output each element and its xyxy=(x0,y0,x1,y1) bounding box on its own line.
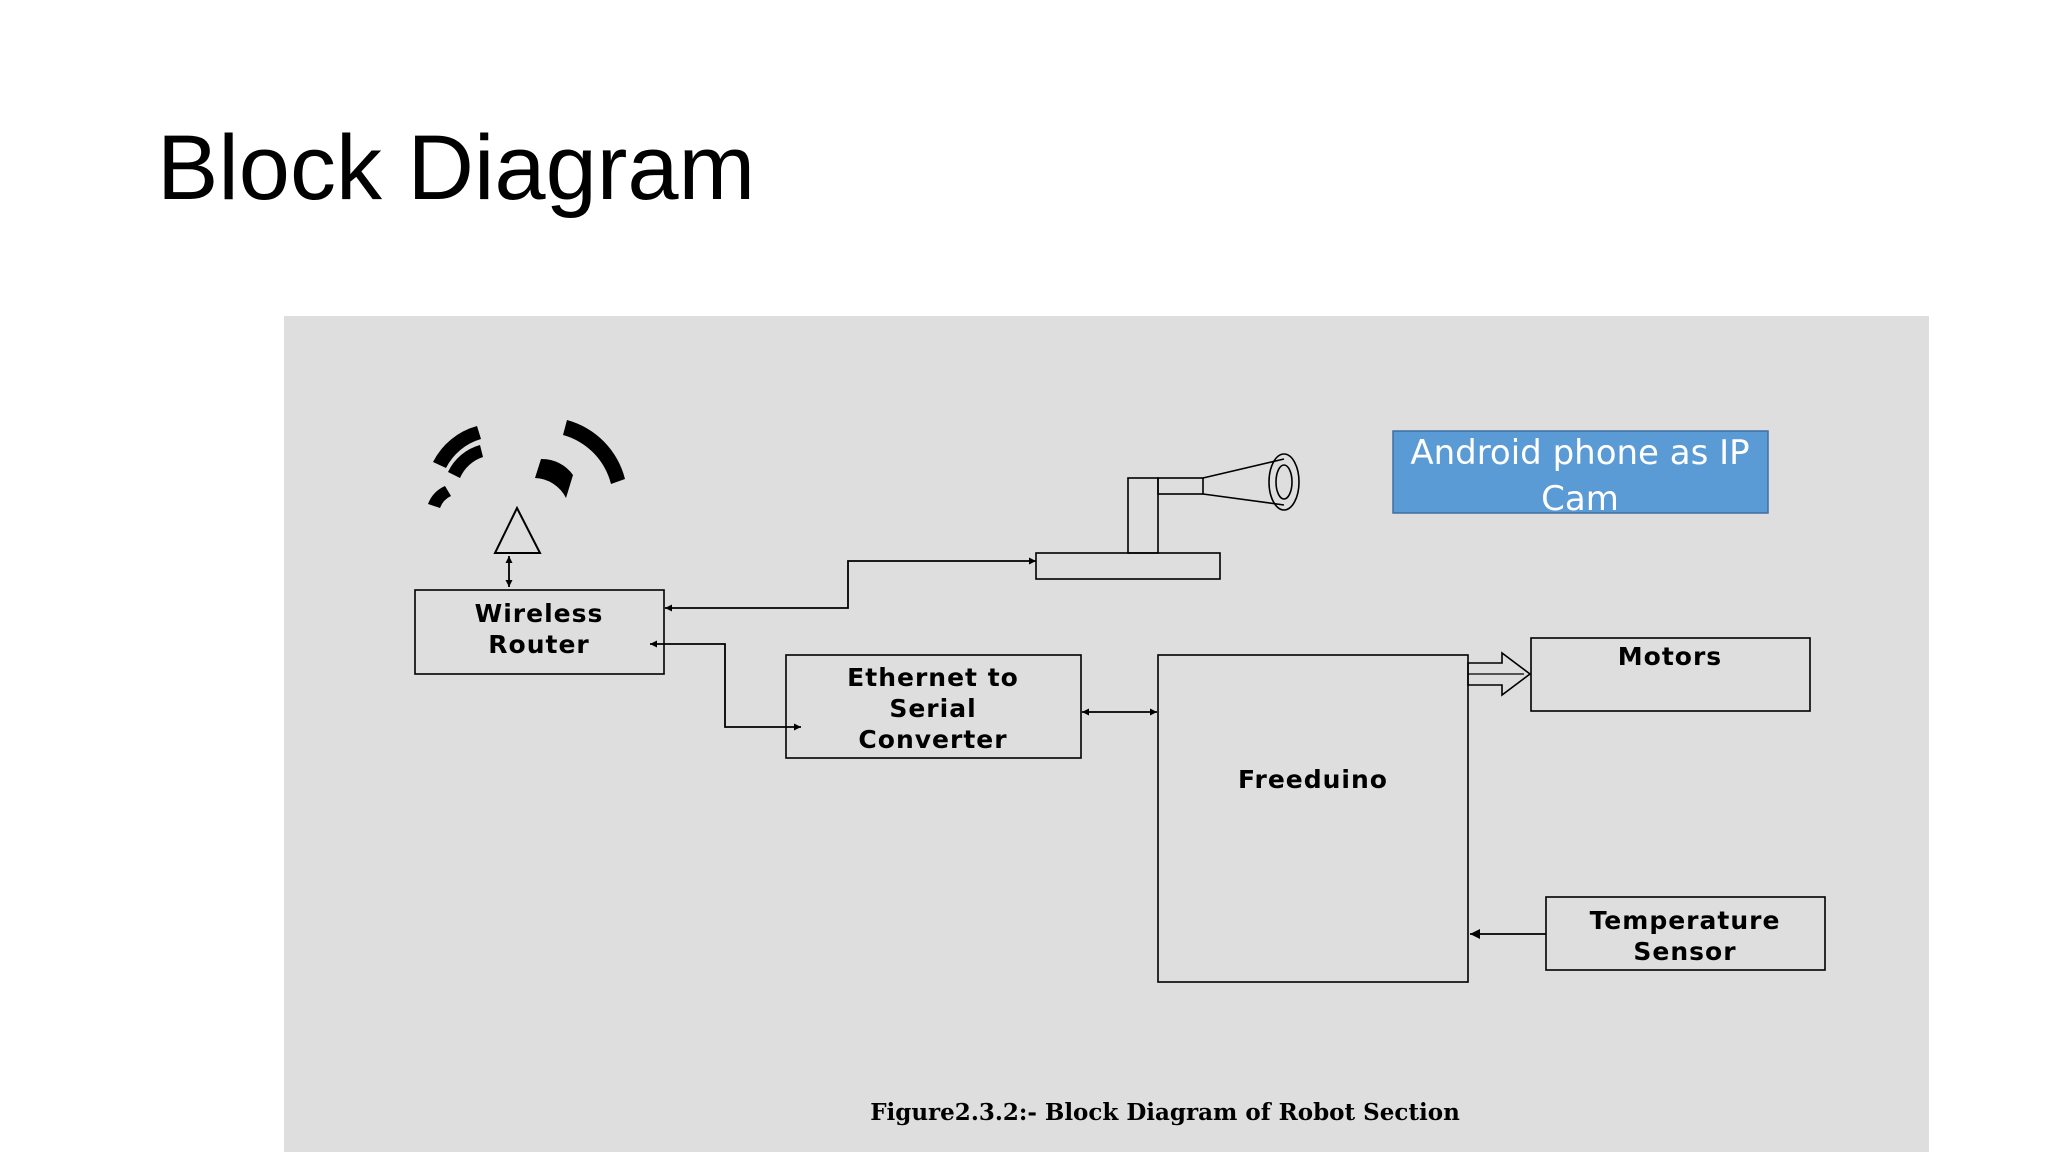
ethernet-converter-label-3: Converter xyxy=(858,725,1007,754)
figure-caption: Figure2.3.2:- Block Diagram of Robot Sec… xyxy=(870,1099,1460,1126)
motors-block xyxy=(1530,637,1811,712)
ip-cam-label-1: Android phone as IP xyxy=(1410,433,1749,473)
temperature-sensor-label-1: Temperature xyxy=(1590,906,1781,935)
ethernet-converter-label-1: Ethernet to xyxy=(847,663,1019,692)
temperature-sensor-label-2: Sensor xyxy=(1633,937,1736,966)
wireless-router-block xyxy=(414,589,665,675)
ip-cam-label-2: Cam xyxy=(1541,479,1619,519)
diagram-panel: Wireless Router Android phone as IP Cam … xyxy=(284,316,1929,1152)
router-to-converter-arrow xyxy=(650,640,801,731)
freeduino-label: Freeduino xyxy=(1238,765,1388,794)
ethernet-converter-label-2: Serial xyxy=(889,694,976,723)
freeduino-to-motors-arrow xyxy=(1467,651,1532,697)
ip-cam-box xyxy=(1392,430,1769,514)
camera-icon xyxy=(1035,453,1300,580)
freeduino-block xyxy=(1157,654,1469,983)
wireless-router-label-2: Router xyxy=(488,630,589,659)
antenna-icon xyxy=(493,505,542,554)
slide-title: Block Diagram xyxy=(157,117,756,219)
camera-to-router-arrow xyxy=(665,557,1036,612)
wireless-router-label-1: Wireless xyxy=(475,599,604,628)
motors-label: Motors xyxy=(1618,642,1722,671)
wifi-signal-icon xyxy=(428,420,625,508)
